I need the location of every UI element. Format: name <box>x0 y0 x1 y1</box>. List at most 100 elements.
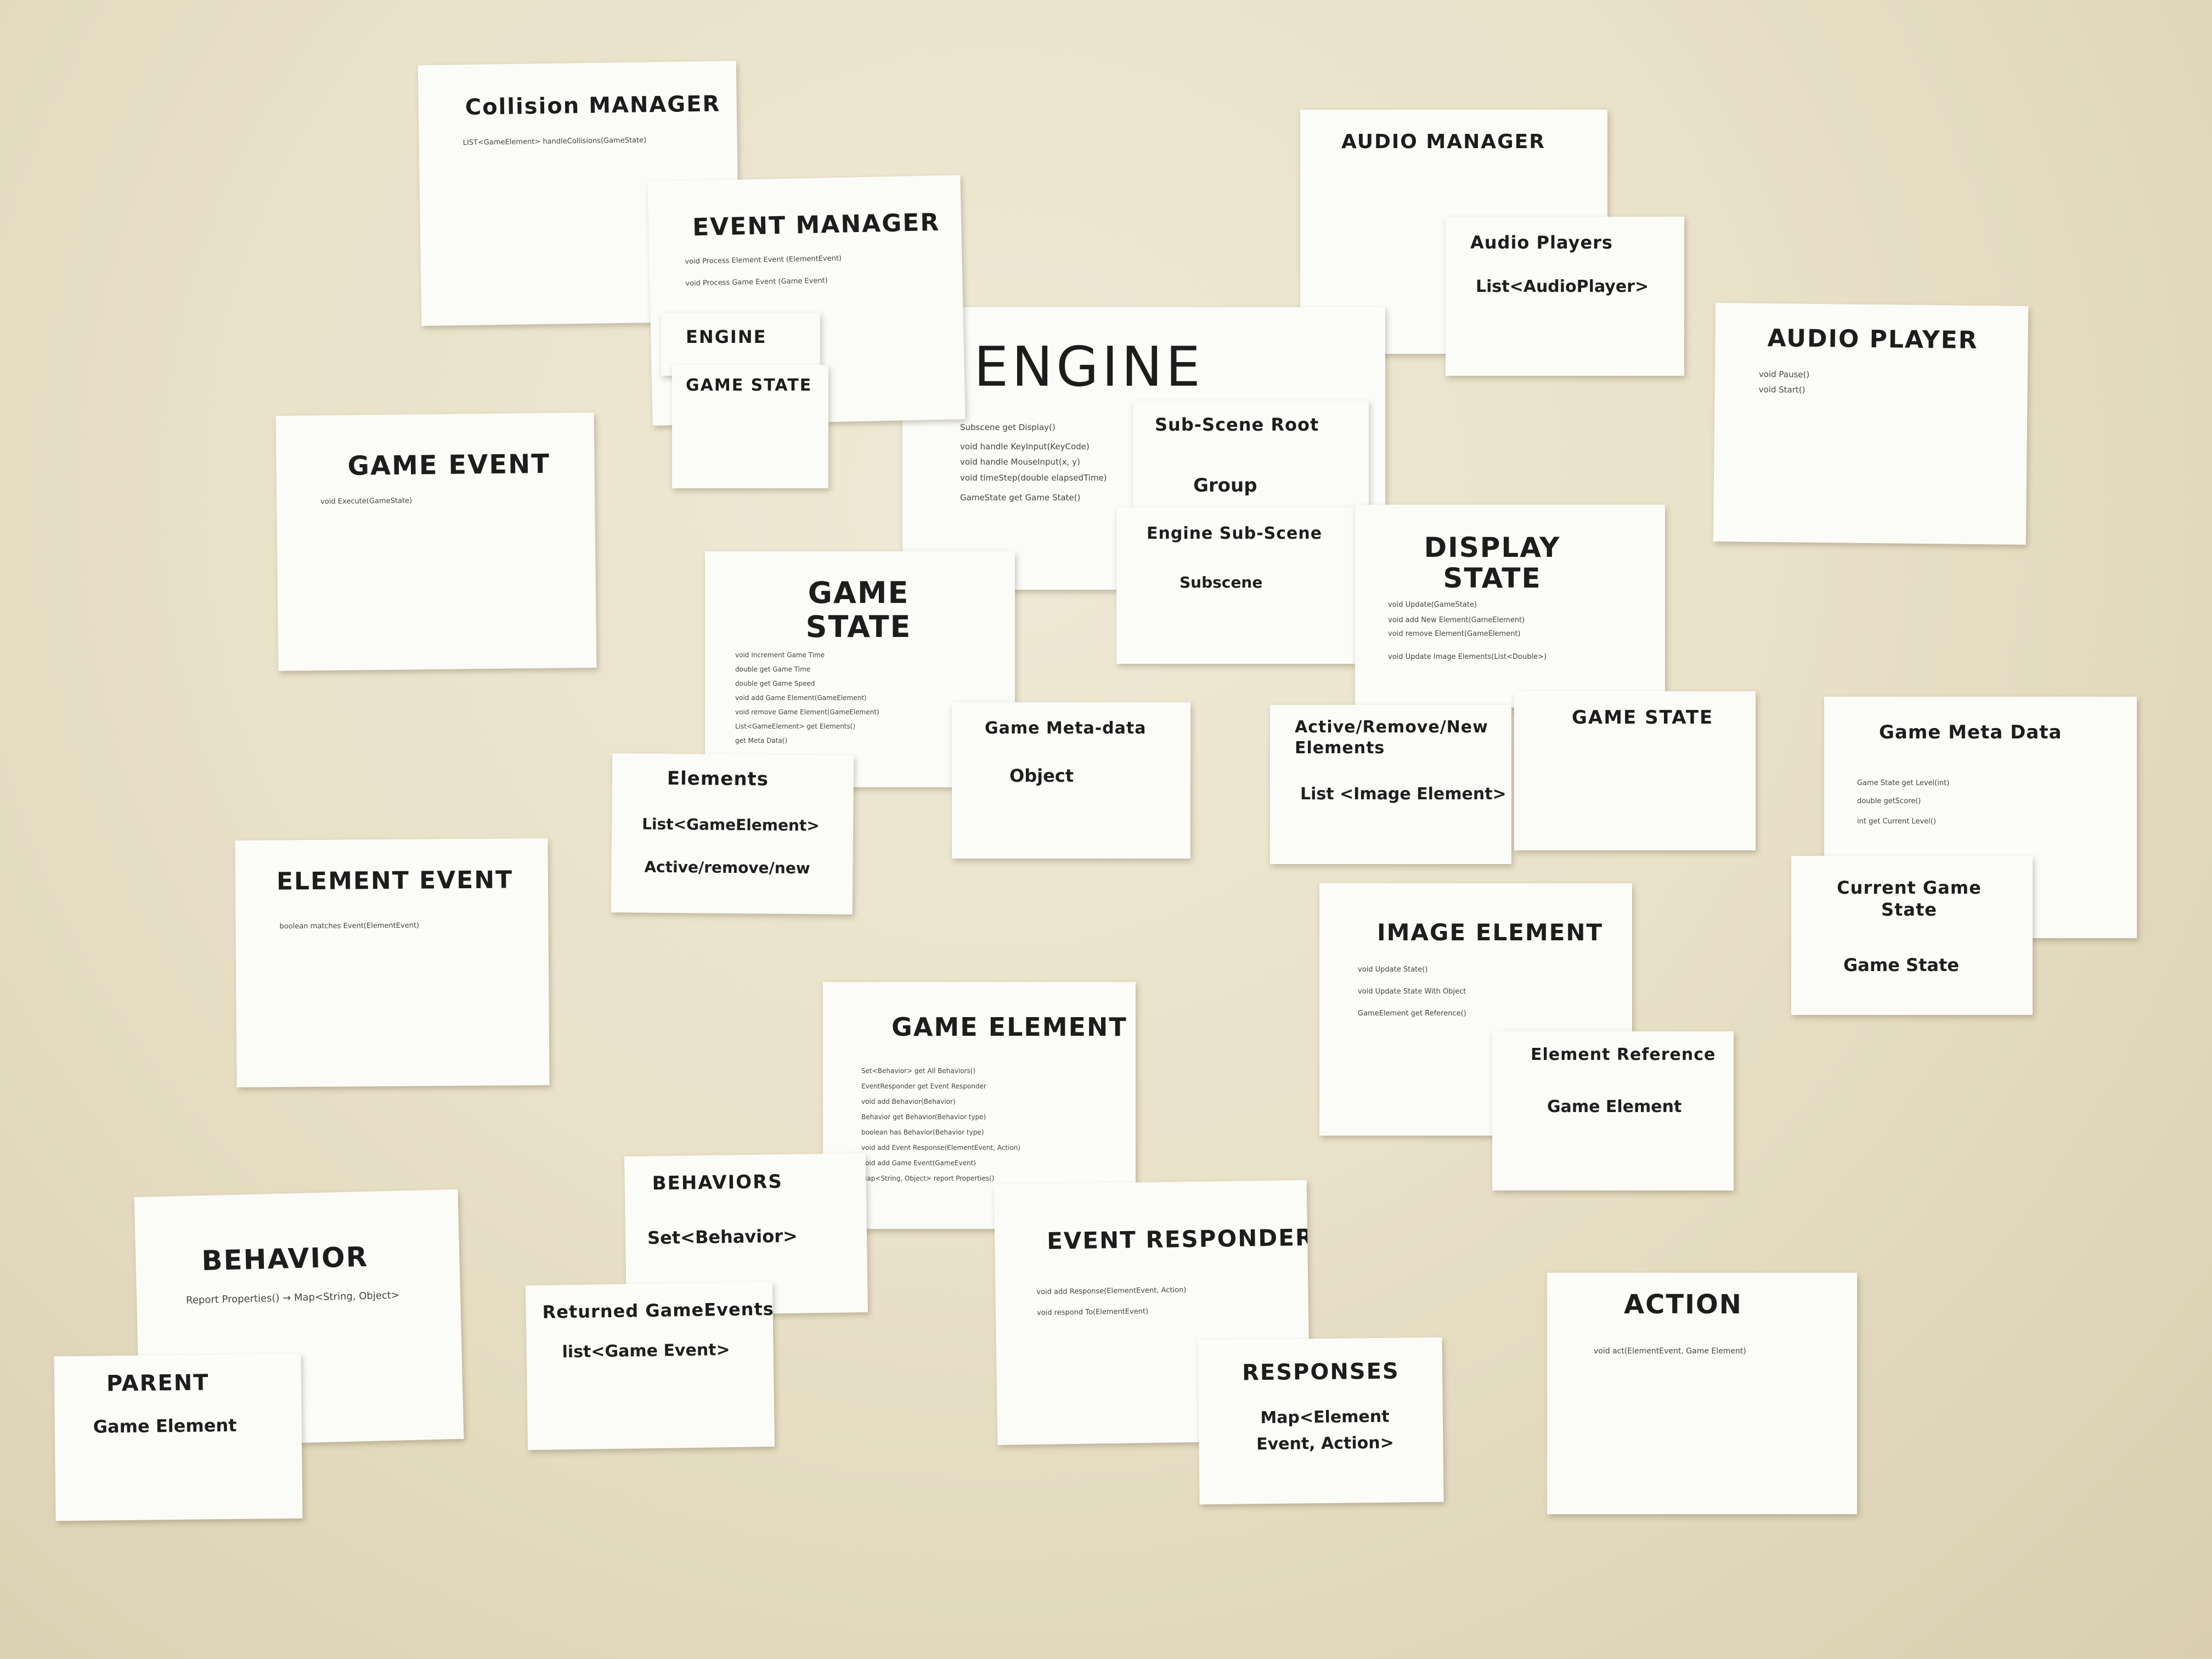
card-value: Group <box>1193 475 1257 496</box>
card-title: Audio Players <box>1470 232 1613 253</box>
card-action: ACTION void act(ElementEvent, Game Eleme… <box>1547 1273 1857 1514</box>
card-value: Game Element <box>93 1414 237 1437</box>
card-method: Subscene get Display() <box>960 422 1056 432</box>
card-method: void act(ElementEvent, Game Element) <box>1594 1347 1746 1356</box>
card-method: Set<Behavior> get All Behaviors() <box>861 1067 976 1075</box>
card-method: void remove Game Element(GameElement) <box>735 708 879 716</box>
card-audio-player: AUDIO PLAYER void Pause() void Start() <box>1713 303 2029 545</box>
card-title: Engine Sub-Scene <box>1147 524 1323 543</box>
card-game-event: GAME EVENT void Execute(GameState) <box>275 412 597 672</box>
card-method: void timeStep(double elapsedTime) <box>960 473 1107 483</box>
card-element-event: ELEMENT EVENT boolean matches Event(Elem… <box>235 838 550 1087</box>
card-title: BEHAVIOR <box>201 1240 369 1277</box>
card-title: EVENT RESPONDER <box>1046 1223 1311 1255</box>
card-title: ENGINE <box>974 335 1204 399</box>
card-title: ACTION <box>1624 1289 1742 1320</box>
card-title: GAME EVENT <box>347 448 551 482</box>
card-responses: RESPONSES Map<Element Event, Action> <box>1198 1337 1444 1505</box>
card-method: double get Game Speed <box>735 680 815 687</box>
card-title: GAME STATE <box>1572 707 1714 729</box>
card-title: Collision MANAGER <box>465 91 721 120</box>
card-audio-players: Audio Players List<AudioPlayer> <box>1446 217 1684 376</box>
card-method: void handle KeyInput(KeyCode) <box>960 442 1090 452</box>
card-parent: PARENT Game Element <box>54 1353 303 1521</box>
card-current-game-state: Current Game State Game State <box>1791 856 2033 1015</box>
card-engine-sub-scene: Engine Sub-Scene Subscene <box>1116 507 1355 664</box>
card-method: void Execute(GameState) <box>320 496 413 506</box>
card-title: GAME STATE <box>805 575 912 644</box>
card-value: Game State <box>1843 955 1959 975</box>
card-title: Element Reference <box>1531 1045 1716 1064</box>
card-method: void add Game Element(GameElement) <box>735 694 867 702</box>
card-title: Game Meta Data <box>1879 721 2062 743</box>
card-method: double get Game Time <box>735 665 811 673</box>
card-title: Returned GameEvents <box>542 1298 775 1323</box>
card-value: Game Element <box>1547 1097 1682 1116</box>
card-element-reference: Element Reference Game Element <box>1492 1031 1734 1190</box>
card-value: List<GameElement> <box>642 815 820 835</box>
card-method: void add Behavior(Behavior) <box>861 1098 956 1105</box>
card-title: EVENT MANAGER <box>692 208 940 242</box>
card-title: Game Meta-data <box>985 719 1147 738</box>
card-method: boolean matches Event(ElementEvent) <box>279 921 420 931</box>
card-display-state: DISPLAY STATE void Update(GameState) voi… <box>1355 505 1665 708</box>
card-value: Set<Behavior> <box>647 1225 798 1249</box>
card-title: AUDIO MANAGER <box>1341 131 1545 153</box>
card-method: GameElement get Reference() <box>1358 1009 1466 1018</box>
card-title: AUDIO PLAYER <box>1767 324 1978 355</box>
card-value: list<Game Event> <box>562 1340 730 1362</box>
card-method: int get Current Level() <box>1857 817 1936 826</box>
card-title: BEHAVIORS <box>652 1171 783 1195</box>
card-method: void handle MouseInput(x, y) <box>960 457 1080 467</box>
card-method: List<GameElement> get Elements() <box>735 723 856 730</box>
card-method: Behavior get Behavior(Behavior type) <box>861 1113 986 1121</box>
card-method: void Update(GameState) <box>1388 601 1477 609</box>
card-value: List <Image Element> <box>1300 785 1506 804</box>
card-method: void add Response(ElementEvent, Action) <box>1036 1286 1187 1296</box>
card-method: void Increment Game Time <box>735 651 825 659</box>
card-title: IMAGE ELEMENT <box>1377 919 1604 946</box>
card-elements: Elements List<GameElement> Active/remove… <box>611 753 854 915</box>
card-method: void add New Element(GameElement) <box>1388 616 1525 624</box>
card-title: RESPONSES <box>1242 1358 1400 1386</box>
card-method: void remove Element(GameElement) <box>1388 630 1521 638</box>
card-title: Current Game State <box>1837 877 1982 920</box>
card-returned-game-events: Returned GameEvents list<Game Event> <box>525 1282 775 1451</box>
card-method: void Update Image Elements(List<Double>) <box>1388 653 1547 661</box>
card-title: PARENT <box>106 1370 210 1397</box>
card-active-remove-new: Active/Remove/New Elements List <Image E… <box>1270 705 1511 864</box>
card-method: void Update State With Object <box>1358 988 1466 996</box>
card-value: Map<Element Event, Action> <box>1256 1407 1394 1454</box>
card-method: Map<String, Object> report Properties() <box>861 1175 995 1182</box>
card-method: Report Properties() → Map<String, Object… <box>185 1289 400 1307</box>
card-method: get Meta Data() <box>735 737 788 744</box>
card-title: Elements <box>667 767 769 791</box>
card-title: ELEMENT EVENT <box>276 866 514 896</box>
card-method: EventResponder get Event Responder <box>861 1082 986 1090</box>
card-method: void respond To(ElementEvent) <box>1036 1307 1149 1317</box>
card-method: double getScore() <box>1857 797 1921 805</box>
card-method: void add Event Response(ElementEvent, Ac… <box>861 1144 1021 1152</box>
card-event-manager-game-state: GAME STATE <box>672 365 828 488</box>
card-method: void Process Game Event (Game Event) <box>685 276 828 288</box>
card-game-meta-data-object: Game Meta-data Object <box>952 702 1190 859</box>
card-method: void Pause() <box>1758 369 1810 380</box>
card-value: Active/remove/new <box>644 857 810 878</box>
card-display-game-state: GAME STATE <box>1514 691 1756 850</box>
card-method: Game State get Level(int) <box>1857 779 1950 787</box>
card-method: LIST<GameElement> handleCollisions(GameS… <box>462 136 647 147</box>
card-title: GAME STATE <box>686 376 812 395</box>
card-method: void add Game Event(GameEvent) <box>861 1159 976 1167</box>
card-method: void Start() <box>1758 384 1805 395</box>
card-method: void Update State() <box>1358 966 1428 974</box>
card-title: Active/Remove/New Elements <box>1295 718 1488 758</box>
card-value: Subscene <box>1180 573 1263 591</box>
card-method: void Process Element Event (ElementEvent… <box>685 254 842 266</box>
card-value: List<AudioPlayer> <box>1476 277 1649 296</box>
card-title: GAME ELEMENT <box>891 1012 1127 1042</box>
card-method: boolean has Behavior(Behavior type) <box>861 1128 984 1136</box>
card-value: Object <box>1009 765 1074 786</box>
card-title: DISPLAY STATE <box>1424 532 1561 594</box>
card-method: GameState get Game State() <box>960 493 1081 503</box>
card-title: Sub-Scene Root <box>1155 414 1319 435</box>
